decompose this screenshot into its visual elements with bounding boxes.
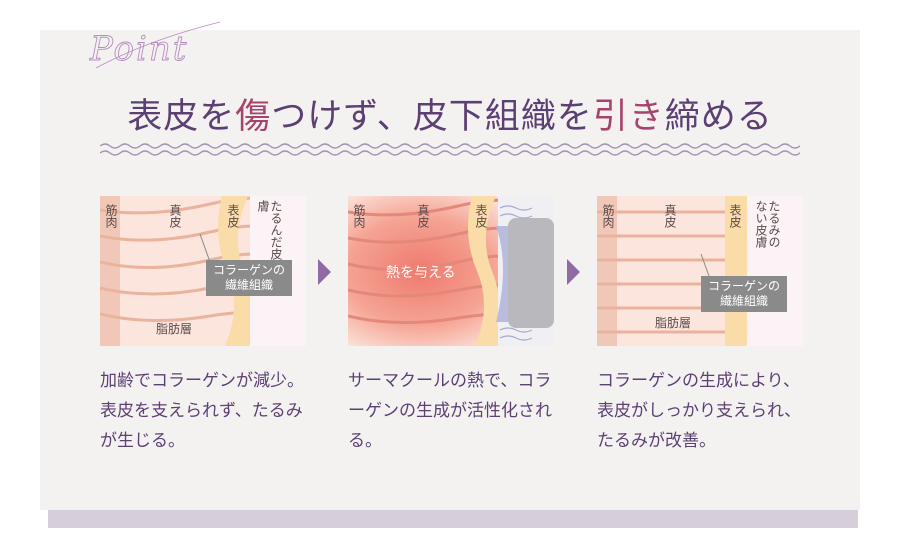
heating-illustration <box>348 196 554 346</box>
point-script-label: Point <box>89 21 221 69</box>
wave-divider <box>100 143 800 156</box>
label-apply-heat: 熱を与える <box>386 265 456 281</box>
svg-text:Point: Point <box>89 29 188 69</box>
label-epidermis: 表皮 <box>474 204 488 228</box>
description-before: 加齢でコラーゲンが減少。表皮を支えられず、たるみが生じる。 <box>100 371 304 451</box>
skin-layers-illustration <box>597 196 803 346</box>
label-dermis: 真皮 <box>416 204 430 228</box>
arrow-right-icon <box>567 259 580 285</box>
label-firm-skin: たるみのない皮膚 <box>754 200 781 248</box>
collagen-callout: コラーゲンの繊維組織 <box>701 276 787 312</box>
card-shadow <box>48 508 858 528</box>
label-dermis: 真皮 <box>663 204 677 228</box>
page-headline: 表皮を傷つけず、皮下組織を引き締める <box>127 97 773 137</box>
label-fat-layer: 脂肪層 <box>156 322 193 336</box>
description-heating: サーマクールの熱で、コラーゲンの生成が活性化される。 <box>348 371 552 451</box>
description-after: コラーゲンの生成により、表皮がしっかり支えられ、たるみが改善。 <box>597 371 802 451</box>
label-saggy-skin: たるんだ皮膚 <box>256 200 283 260</box>
arrow-right-icon <box>318 259 331 285</box>
label-fat-layer: 脂肪層 <box>655 316 692 330</box>
label-epidermis: 表皮 <box>728 204 742 228</box>
label-muscle: 筋肉 <box>104 204 118 228</box>
label-muscle: 筋肉 <box>352 204 366 228</box>
collagen-callout: コラーゲンの繊維組織 <box>206 260 292 296</box>
skin-diagram-after: 筋肉 真皮 表皮 たるみのない皮膚 コラーゲンの繊維組織 脂肪層 <box>597 196 803 346</box>
skin-diagram-before: 筋肉 真皮 表皮 たるんだ皮膚 コラーゲンの繊維組織 脂肪層 <box>100 196 306 346</box>
label-muscle: 筋肉 <box>601 204 615 228</box>
skin-diagram-heating: 筋肉 真皮 表皮 熱を与える <box>348 196 554 346</box>
label-dermis: 真皮 <box>168 204 182 228</box>
label-epidermis: 表皮 <box>226 204 240 228</box>
